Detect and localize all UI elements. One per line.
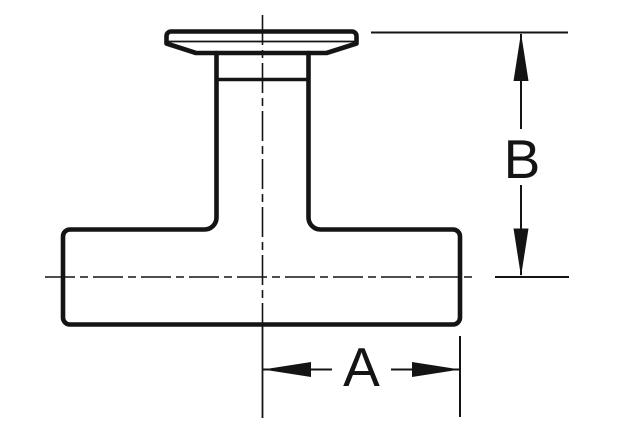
- tee-body-outline: [60, 50, 463, 327]
- dim-a-label: A: [343, 336, 380, 398]
- dim-b-arrow-down-icon: [513, 228, 529, 277]
- dim-b-arrow-up-icon: [513, 33, 529, 81]
- dim-a-arrow-right-icon: [412, 362, 460, 377]
- dim-a-arrow-left-icon: [263, 362, 311, 377]
- dim-b-label: B: [504, 128, 541, 190]
- ferrule-flange-outline: [164, 29, 359, 56]
